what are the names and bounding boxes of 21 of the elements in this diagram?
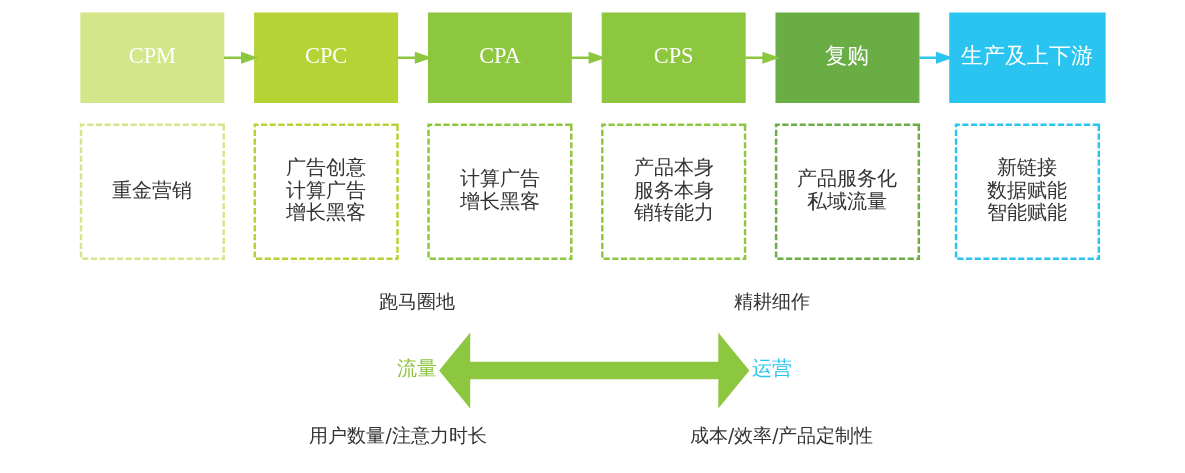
label: 精耕细作 (733, 290, 810, 312)
node-box: 产品服务化 私域流量 (774, 123, 920, 261)
node-box: 新链接 数据赋能 智能赋能 (954, 123, 1100, 261)
node-box: 生产及上下游 (948, 12, 1106, 104)
arrow (744, 51, 780, 64)
node-box: 产品本身 服务本身 销转能力 (600, 123, 746, 261)
label: 跑马圈地 (378, 290, 455, 312)
node-text: 流量 (396, 357, 437, 380)
node-box: 复购 (774, 12, 919, 104)
node-box: 重金营销 (79, 123, 225, 261)
node-box: CPS (601, 12, 746, 104)
node-box: 计算广告 增长黑客 (426, 123, 572, 261)
arrow (438, 332, 749, 409)
node-text: 运营 (751, 357, 792, 380)
arrow (223, 51, 258, 64)
node-box: CPA (427, 12, 572, 104)
node-box: CPM (79, 12, 224, 104)
label: 成本/效率/产品定制性 (689, 424, 873, 446)
node-box: CPC (253, 12, 398, 104)
node-box: 广告创意 计算广告 增长黑客 (253, 123, 399, 261)
label: 用户数量/注意力时长 (308, 424, 487, 446)
